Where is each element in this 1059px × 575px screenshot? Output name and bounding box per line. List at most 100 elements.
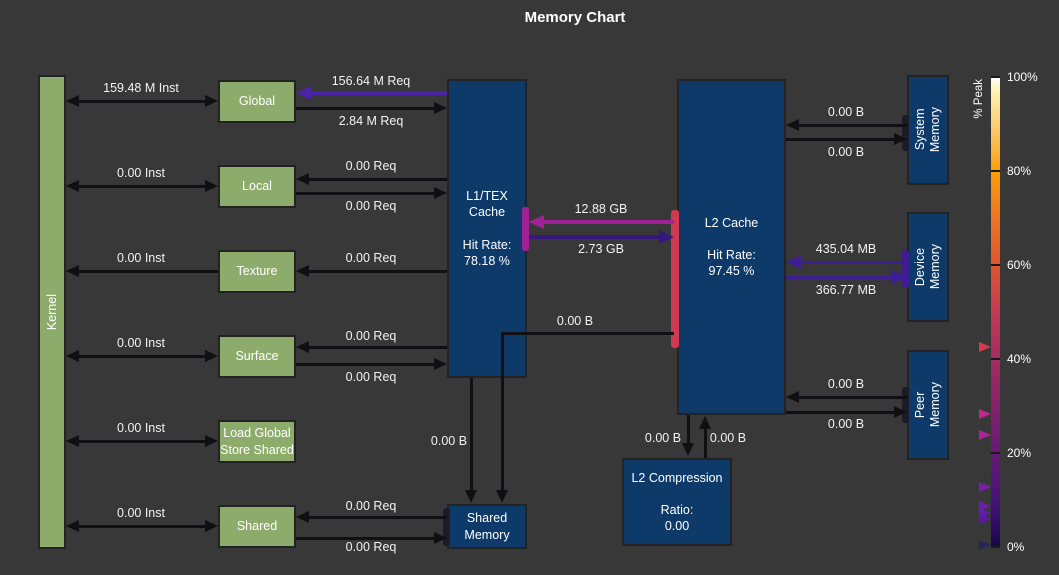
node-load-global-store-shared: Load Global Store Shared <box>218 420 296 463</box>
arrowhead <box>894 133 907 145</box>
arrowhead <box>434 102 447 114</box>
edge-line <box>296 106 436 110</box>
node-label-global: Global <box>238 94 276 109</box>
edge-value-label: 0.00 B <box>827 417 865 431</box>
arrowhead <box>529 215 544 229</box>
edge-line <box>296 191 436 195</box>
edge-line <box>703 427 707 458</box>
port-marker <box>443 508 450 546</box>
edge-line <box>786 410 896 414</box>
edge-line <box>296 362 436 366</box>
colorbar-tick-label: 100% <box>1007 70 1038 84</box>
colorbar-marker <box>979 409 991 419</box>
colorbar-marker <box>979 342 991 352</box>
arrowhead <box>894 406 907 418</box>
node-label-peer-memory: Peer Memory <box>913 382 942 428</box>
edge-line <box>307 269 447 273</box>
arrowhead <box>659 230 674 244</box>
arrowhead <box>434 187 447 199</box>
edge-line <box>529 235 661 239</box>
node-surface: Surface <box>218 335 296 378</box>
edge-value-label: 0.00 Inst <box>117 166 165 180</box>
arrowhead <box>434 532 447 544</box>
edge-value-label: 2.73 GB <box>578 242 624 256</box>
arrowhead <box>66 350 79 362</box>
arrowhead <box>296 341 309 353</box>
arrowhead <box>205 520 218 532</box>
edge-line <box>469 378 473 492</box>
colorbar-tick <box>991 76 1000 78</box>
chart-title: Memory Chart <box>524 9 626 26</box>
arrowhead <box>786 119 799 131</box>
arrowhead <box>66 265 79 277</box>
edge-line <box>296 536 436 540</box>
arrowhead <box>465 490 477 503</box>
edge-value-label: 0.00 B <box>430 434 468 448</box>
edge-value-label: 0.00 Req <box>345 370 397 384</box>
edge-value-label: 0.00 B <box>556 314 594 328</box>
node-l1-tex-cache: L1/TEX Cache Hit Rate: 78.18 % <box>447 79 527 378</box>
colorbar-tick <box>991 358 1000 360</box>
node-system-memory: System Memory <box>907 75 949 185</box>
node-shared-memory: Shared Memory <box>447 504 527 549</box>
node-label-l2-compression: L2 Compression Ratio: 0.00 <box>631 470 723 534</box>
arrowhead <box>205 95 218 107</box>
edge-value-label: 0.00 Req <box>345 499 397 513</box>
edge-line <box>77 524 207 528</box>
node-label-texture: Texture <box>236 264 278 279</box>
colorbar-tick <box>991 452 1000 454</box>
arrowhead <box>786 391 799 403</box>
colorbar-tick-label: 20% <box>1007 446 1032 460</box>
port-marker <box>522 207 529 251</box>
edge-value-label: 0.00 Inst <box>117 421 165 435</box>
colorbar-tick <box>991 264 1000 266</box>
node-peer-memory: Peer Memory <box>907 350 949 460</box>
edge-line <box>797 123 907 127</box>
edge-value-label: 0.00 B <box>827 145 865 159</box>
edge-value-label: 0.00 Inst <box>117 506 165 520</box>
node-label-surface: Surface <box>235 349 279 364</box>
arrowhead <box>296 173 309 185</box>
edge-value-label: 2.84 M Req <box>338 114 404 128</box>
colorbar-marker <box>979 501 991 511</box>
arrowhead <box>205 180 218 192</box>
edge-line <box>307 177 447 181</box>
node-local: Local <box>218 165 296 208</box>
edge-value-label: 0.00 B <box>709 431 747 445</box>
port-marker <box>671 210 679 348</box>
node-label-device-memory: Device Memory <box>913 244 942 290</box>
colorbar-tick-label: 60% <box>1007 258 1032 272</box>
edge-line <box>500 333 504 492</box>
edge-line <box>542 220 674 224</box>
arrowhead <box>296 86 311 100</box>
colorbar-bar <box>991 77 1000 547</box>
edge-line <box>502 331 674 335</box>
colorbar-peak-label: % Peak <box>973 79 985 119</box>
node-label-l2-cache: L2 Cache Hit Rate: 97.45 % <box>704 215 759 279</box>
node-label-shared-memory: Shared Memory <box>464 511 510 542</box>
arrowhead <box>66 435 79 447</box>
arrowhead <box>205 350 218 362</box>
port-marker <box>902 250 909 288</box>
edge-value-label: 366.77 MB <box>815 283 877 297</box>
node-texture: Texture <box>218 250 296 293</box>
edge-value-label: 0.00 Inst <box>117 251 165 265</box>
arrowhead <box>66 180 79 192</box>
edge-line <box>77 439 207 443</box>
edge-value-label: 159.48 M Inst <box>103 81 179 95</box>
colorbar-tick <box>991 170 1000 172</box>
arrowhead <box>205 435 218 447</box>
edge-value-label: 0.00 Req <box>345 199 397 213</box>
port-marker <box>902 387 909 423</box>
node-shared: Shared <box>218 505 296 548</box>
colorbar-tick-label: 80% <box>1007 164 1032 178</box>
edge-line <box>77 99 207 103</box>
node-label-load-global-store-shared: Load Global Store Shared <box>220 426 294 457</box>
arrowhead <box>699 416 711 429</box>
colorbar-marker <box>979 430 991 440</box>
edge-line <box>77 269 218 273</box>
edge-value-label: 0.00 B <box>827 105 865 119</box>
colorbar-marker <box>979 508 991 518</box>
edge-value-label: 0.00 B <box>644 431 682 445</box>
